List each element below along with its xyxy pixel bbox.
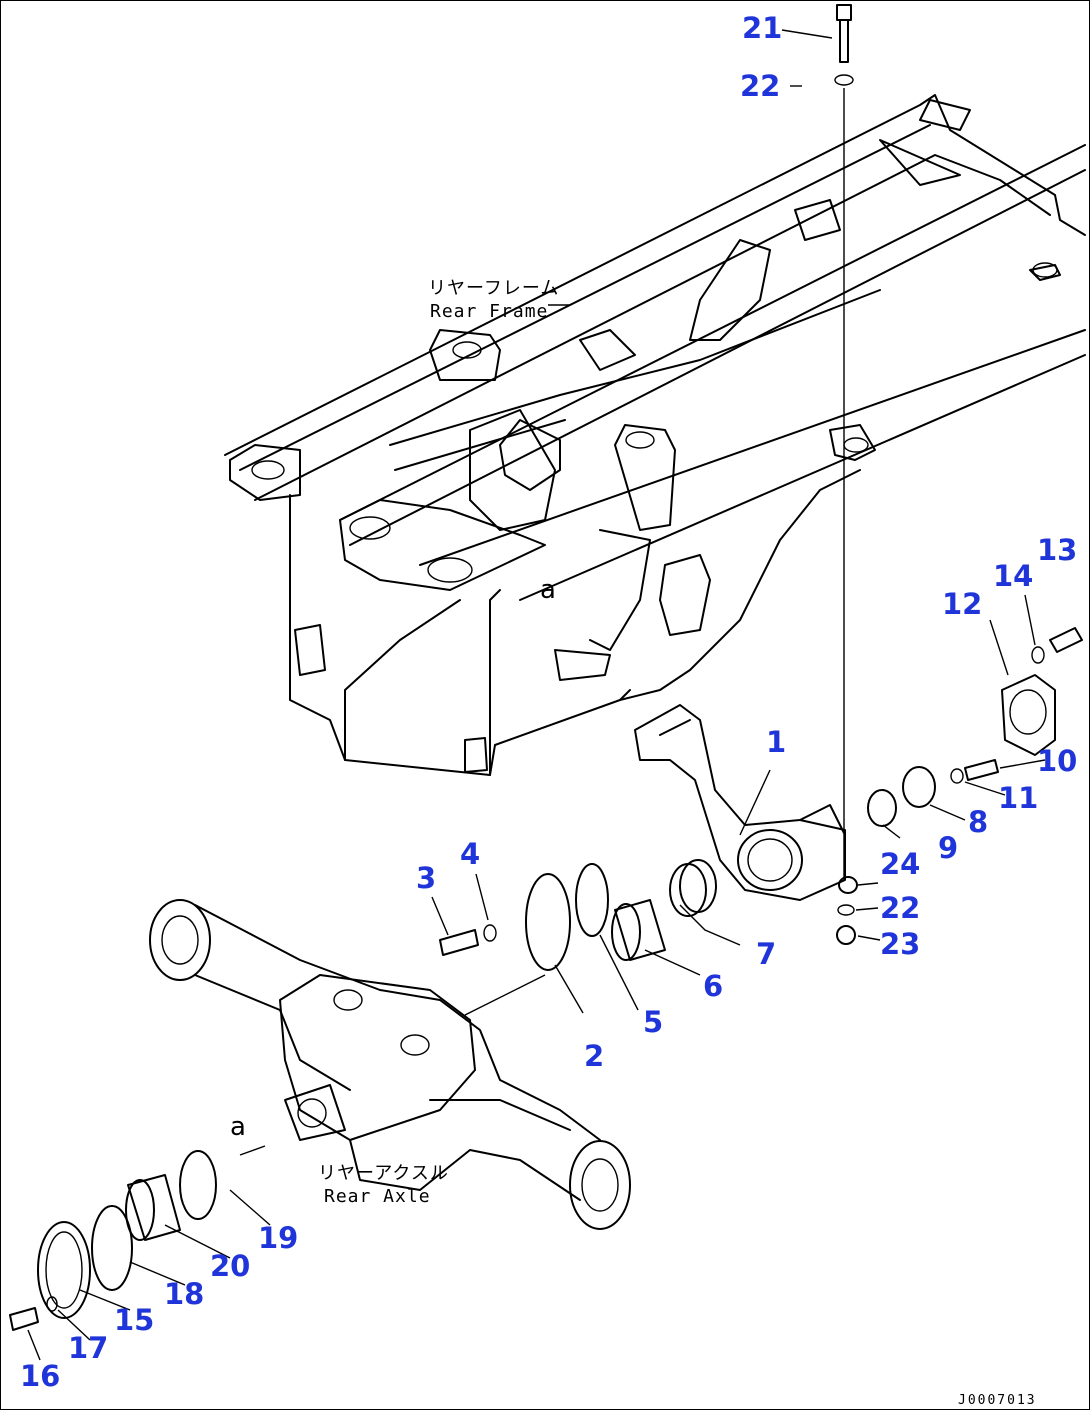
callout-19: 19 — [258, 1221, 299, 1255]
callout-4: 4 — [460, 837, 481, 871]
rear-axle-drawing — [149, 899, 631, 1230]
callout-3: 3 — [416, 861, 437, 895]
rear-axle-label-jp: リヤーアクスル — [318, 1163, 449, 1184]
callout-22: 22 — [880, 891, 921, 925]
bolt-21-drawing — [834, 4, 854, 880]
leader-lines — [27, 29, 1046, 1361]
end-cap-drawing — [867, 627, 1083, 827]
callout-10: 10 — [1037, 744, 1078, 778]
callout-6: 6 — [703, 969, 724, 1003]
callout-1: 1 — [766, 725, 787, 759]
callout-13: 13 — [1037, 533, 1078, 567]
callout-7: 7 — [756, 937, 777, 971]
callout-20: 20 — [210, 1249, 251, 1283]
drawing-code: J0007013 — [958, 1393, 1037, 1408]
callout-5: 5 — [643, 1005, 664, 1039]
rear-frame-label-en: Rear Frame — [430, 301, 549, 322]
bushings-drawing — [439, 859, 858, 971]
callout-21: 21 — [742, 11, 783, 45]
callout-9: 9 — [938, 831, 959, 865]
rear-axle-label-en: Rear Axle — [324, 1186, 431, 1207]
callout-8: 8 — [968, 805, 989, 839]
detail-mark-a: a — [230, 1112, 246, 1142]
callout-15: 15 — [114, 1303, 155, 1337]
callout-17: 17 — [68, 1331, 109, 1365]
callout-11: 11 — [998, 781, 1039, 815]
callout-22: 22 — [740, 69, 781, 103]
callout-2: 2 — [584, 1039, 605, 1073]
callout-24: 24 — [880, 847, 921, 881]
callout-18: 18 — [164, 1277, 205, 1311]
callout-16: 16 — [20, 1359, 61, 1393]
rear-frame-label-jp: リヤーフレーム — [428, 278, 560, 299]
callout-12: 12 — [942, 587, 983, 621]
detail-mark-a: a — [540, 575, 556, 605]
bracket-drawing — [634, 704, 846, 901]
callout-23: 23 — [880, 927, 921, 961]
callout-14: 14 — [993, 559, 1034, 593]
seals-drawing — [9, 1145, 266, 1331]
rear-frame-drawing — [224, 94, 1086, 776]
